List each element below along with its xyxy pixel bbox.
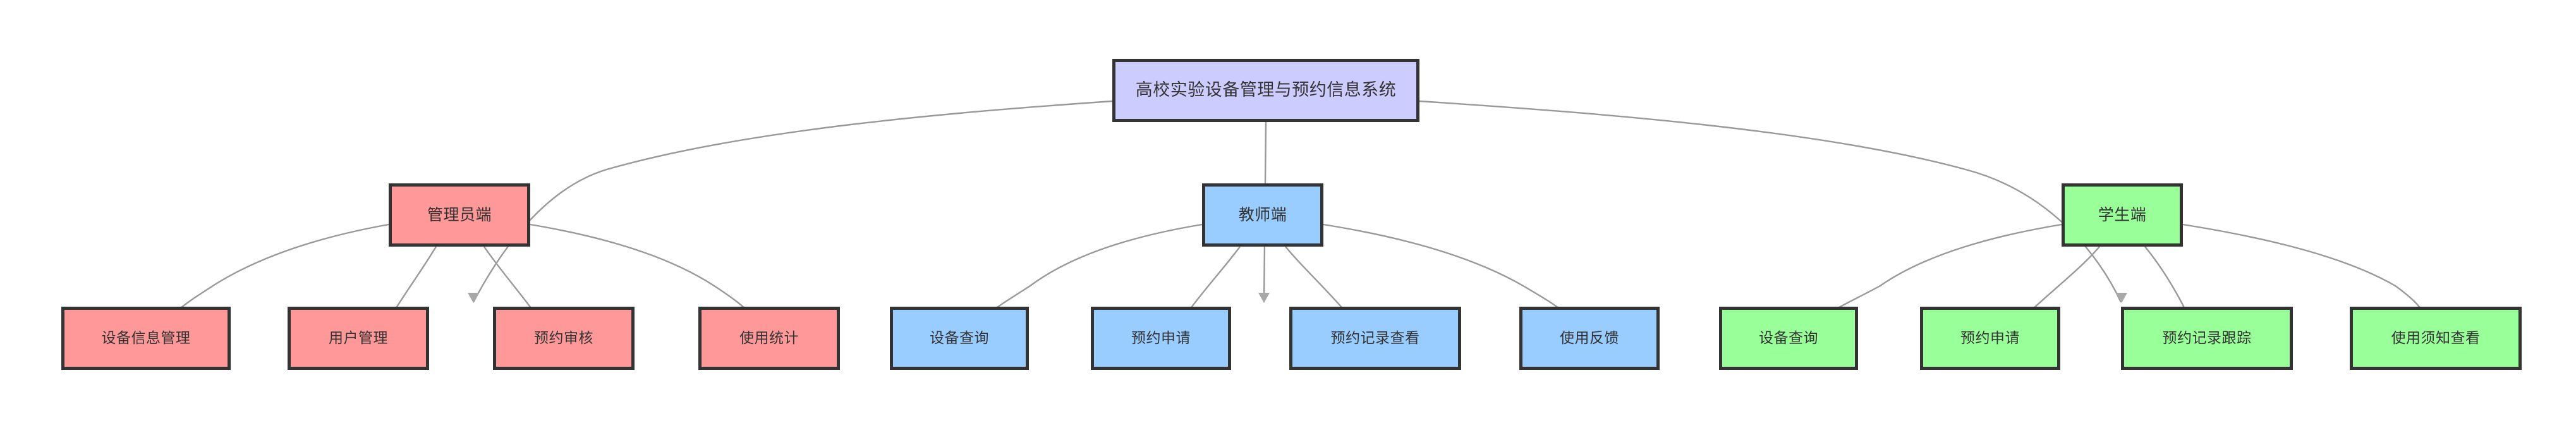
node-leaf-admin-1[interactable]: 用户管理 <box>288 307 429 370</box>
node-student[interactable]: 学生端 <box>2062 183 2183 247</box>
node-admin-label: 管理员端 <box>427 206 492 224</box>
edge-root-to-student <box>1419 100 2122 303</box>
node-leaf-student-0-label: 设备查询 <box>1759 329 1818 347</box>
node-teacher[interactable]: 教师端 <box>1202 183 1323 247</box>
node-root-label: 高校实验设备管理与预约信息系统 <box>1135 80 1397 101</box>
node-leaf-student-3[interactable]: 使用须知查看 <box>2350 307 2522 370</box>
node-leaf-teacher-3[interactable]: 使用反馈 <box>1519 307 1660 370</box>
node-leaf-admin-1-label: 用户管理 <box>329 329 388 347</box>
node-student-label: 学生端 <box>2098 206 2147 224</box>
node-leaf-admin-2[interactable]: 预约审核 <box>493 307 635 370</box>
node-leaf-admin-2-label: 预约审核 <box>534 329 593 347</box>
node-leaf-student-1[interactable]: 预约申请 <box>1920 307 2060 370</box>
node-leaf-admin-3-label: 使用统计 <box>739 329 799 347</box>
arrow-root-teacher-icon <box>1258 293 1270 303</box>
node-leaf-student-3-label: 使用须知查看 <box>2391 329 2481 347</box>
arrow-root-student-icon <box>2116 293 2127 303</box>
node-leaf-admin-0-label: 设备信息管理 <box>101 329 191 347</box>
edge-root-to-admin <box>472 100 1113 303</box>
node-root[interactable]: 高校实验设备管理与预约信息系统 <box>1112 59 1419 122</box>
node-leaf-teacher-1[interactable]: 预约申请 <box>1091 307 1231 370</box>
node-leaf-teacher-0[interactable]: 设备查询 <box>890 307 1029 370</box>
node-leaf-teacher-2[interactable]: 预约记录查看 <box>1289 307 1461 370</box>
node-leaf-teacher-0-label: 设备查询 <box>930 329 989 347</box>
node-teacher-label: 教师端 <box>1238 206 1287 224</box>
arrow-root-admin-icon <box>468 293 479 303</box>
node-leaf-student-0[interactable]: 设备查询 <box>1719 307 1858 370</box>
node-leaf-student-2-label: 预约记录跟踪 <box>2162 329 2252 347</box>
node-leaf-admin-3[interactable]: 使用统计 <box>698 307 840 370</box>
node-leaf-teacher-3-label: 使用反馈 <box>1560 329 1619 347</box>
node-leaf-student-1-label: 预约申请 <box>1960 329 2020 347</box>
node-leaf-teacher-2-label: 预约记录查看 <box>1330 329 1420 347</box>
node-leaf-teacher-1-label: 预约申请 <box>1131 329 1191 347</box>
node-admin[interactable]: 管理员端 <box>389 183 530 247</box>
node-leaf-student-2[interactable]: 预约记录跟踪 <box>2121 307 2293 370</box>
node-leaf-admin-0[interactable]: 设备信息管理 <box>61 307 231 370</box>
